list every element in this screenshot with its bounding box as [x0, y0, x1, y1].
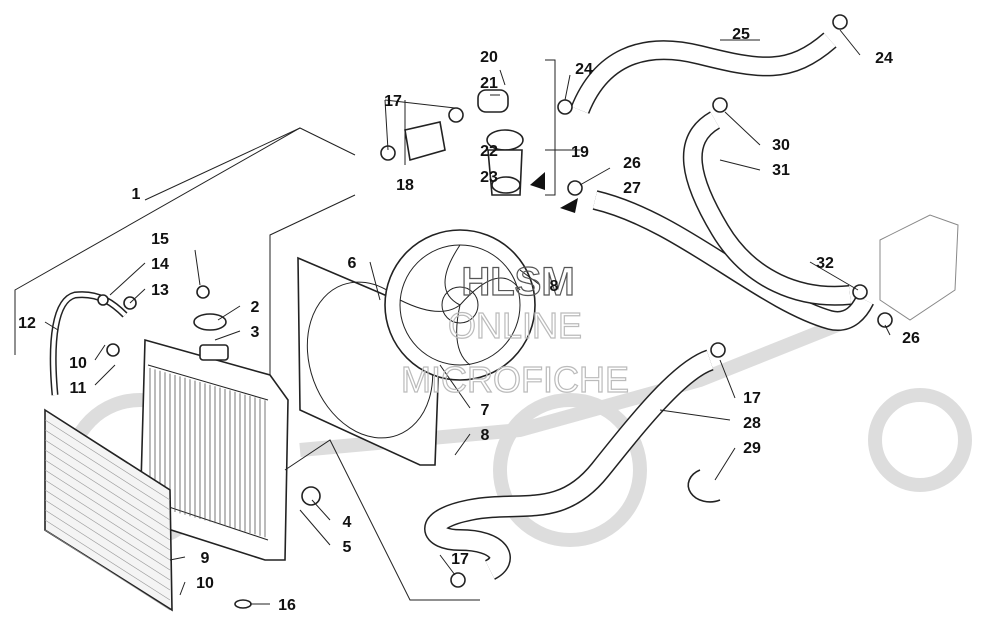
screen-mesh — [44, 469, 171, 551]
callout-26: 26 — [902, 330, 920, 347]
callout-25: 25 — [732, 26, 750, 43]
callout-31: 31 — [772, 162, 790, 179]
screen-mesh — [44, 439, 171, 521]
callout-17: 17 — [384, 93, 402, 110]
callout-3: 3 — [251, 324, 260, 341]
hoses — [424, 32, 874, 580]
radiator-neck — [199, 344, 229, 361]
callout-14: 14 — [151, 256, 169, 273]
water-pump — [879, 214, 959, 321]
watermark-line1: HLSM — [461, 260, 574, 304]
screen-mesh — [44, 479, 171, 561]
callout-21: 21 — [480, 75, 498, 92]
callout-5: 5 — [343, 539, 352, 556]
screen-mesh — [44, 529, 171, 611]
callout-29: 29 — [743, 440, 761, 457]
callout-6: 6 — [348, 255, 357, 272]
screen-mesh — [44, 519, 171, 601]
leader-lines — [14, 29, 891, 605]
callout-28: 28 — [743, 415, 761, 432]
callout-27: 27 — [623, 180, 641, 197]
screen-mesh — [44, 459, 171, 541]
callout-32: 32 — [816, 255, 834, 272]
callout-8: 8 — [481, 427, 490, 444]
thermostat-housing — [477, 89, 524, 196]
hose-clamps — [97, 14, 893, 609]
callout-2: 2 — [251, 299, 260, 316]
screen-mesh — [44, 419, 171, 501]
callout-17: 17 — [743, 390, 761, 407]
arrow-marker — [530, 172, 545, 190]
watermark-line3: MICROFICHE — [401, 359, 629, 400]
callout-9: 9 — [201, 550, 210, 567]
callout-10: 10 — [196, 575, 214, 592]
callout-4: 4 — [343, 514, 352, 531]
callout-labels: 1 2 3 4 5 6 7 8 8 9 10 10 11 12 13 14 15… — [18, 26, 920, 614]
callout-30: 30 — [772, 137, 790, 154]
radiator-cap — [193, 313, 227, 331]
screen-mesh — [44, 509, 171, 591]
callout-7: 7 — [481, 402, 490, 419]
callout-13: 13 — [151, 282, 169, 299]
callout-16: 16 — [278, 597, 296, 614]
callout-20: 20 — [480, 49, 498, 66]
callout-23: 23 — [480, 169, 498, 186]
callout-10: 10 — [69, 355, 87, 372]
arrow-marker — [560, 198, 578, 213]
screen-mesh — [44, 449, 171, 531]
screen-mesh — [44, 429, 171, 511]
callout-22: 22 — [480, 143, 498, 160]
callout-1: 1 — [132, 186, 141, 203]
callout-17: 17 — [451, 551, 469, 568]
callout-24: 24 — [875, 50, 893, 67]
callout-24: 24 — [575, 61, 593, 78]
callout-26: 26 — [623, 155, 641, 172]
callout-15: 15 — [151, 231, 169, 248]
screen-mesh — [44, 489, 171, 571]
callout-18: 18 — [396, 177, 414, 194]
radiator-screen — [44, 408, 173, 612]
hose-18 — [404, 121, 446, 162]
screen-mesh — [44, 499, 171, 581]
callout-12: 12 — [18, 315, 36, 332]
cooling-fan — [384, 229, 536, 381]
callout-19: 19 — [571, 144, 589, 161]
callout-11: 11 — [70, 380, 87, 397]
callout-8: 8 — [550, 278, 559, 295]
watermark-line2: ONLINE — [448, 305, 582, 346]
